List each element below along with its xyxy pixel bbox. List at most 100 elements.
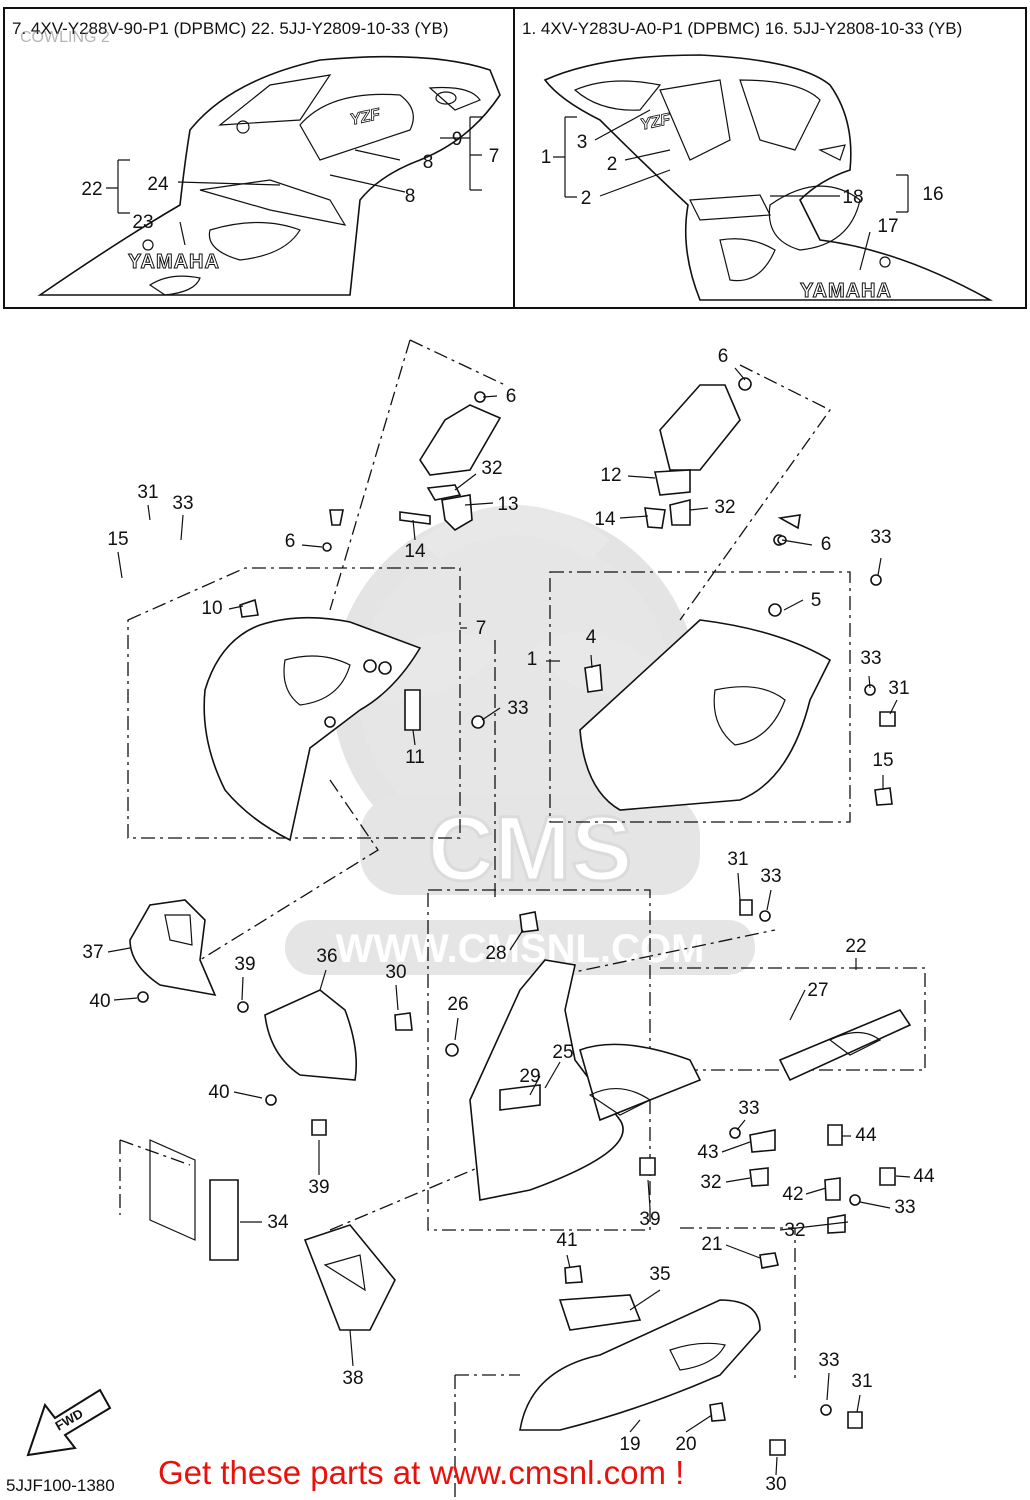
callout-16: 16 — [922, 184, 943, 205]
callout-28: 28 — [485, 943, 506, 964]
right-fairing-illustration: YZF YAMAHA — [543, 54, 994, 303]
leader-line — [877, 557, 882, 576]
leader-line — [826, 1372, 830, 1401]
leader-line — [895, 1175, 911, 1178]
callout-3: 3 — [577, 132, 588, 153]
callout-18: 18 — [842, 187, 863, 208]
model-badge-left: YZF — [349, 106, 383, 129]
callout-22: 22 — [845, 936, 866, 957]
callout-39: 39 — [308, 1177, 329, 1198]
leader-line — [737, 872, 741, 901]
leader-line — [859, 1201, 891, 1209]
leader-line — [689, 507, 709, 511]
leader-line — [781, 539, 813, 546]
leader-line — [107, 947, 131, 953]
callout-26: 26 — [447, 994, 468, 1015]
callout-2: 2 — [607, 154, 618, 175]
callout-14: 14 — [594, 509, 616, 530]
callout-13: 13 — [497, 494, 518, 515]
callout-39: 39 — [639, 1209, 660, 1230]
callout-32: 32 — [714, 497, 735, 518]
leader-line — [482, 395, 498, 398]
leader-line — [889, 699, 898, 715]
leader-line — [180, 514, 184, 541]
leader-line — [629, 1289, 661, 1311]
callout-20: 20 — [675, 1434, 696, 1455]
callout-34: 34 — [267, 1212, 289, 1233]
leader-line — [412, 519, 416, 541]
model-badge-right: YZF — [639, 111, 673, 134]
leader-line — [627, 475, 656, 479]
callout-1: 1 — [527, 649, 538, 670]
callout-44: 44 — [855, 1125, 877, 1146]
callout-8: 8 — [405, 186, 416, 207]
parts — [129, 377, 912, 1456]
leader-line — [783, 599, 804, 611]
callout-7: 7 — [476, 618, 487, 639]
callout-6: 6 — [285, 531, 296, 552]
leader-line — [464, 502, 494, 506]
leader-line — [685, 1414, 713, 1433]
callout-10: 10 — [201, 598, 222, 619]
callout-42: 42 — [782, 1184, 803, 1205]
callout-33: 33 — [760, 866, 781, 887]
callout-24: 24 — [147, 174, 169, 195]
promo-link[interactable]: Get these parts at www.cmsnl.com ! — [158, 1454, 685, 1491]
leader-line — [734, 367, 746, 381]
right-panel-header: 1. 4XV-Y283U-A0-P1 (DPBMC) 16. 5JJ-Y2808… — [522, 19, 962, 38]
callout-5: 5 — [811, 590, 822, 611]
callout-15: 15 — [107, 529, 128, 550]
callout-12: 12 — [600, 465, 621, 486]
leader-line — [619, 515, 649, 519]
cms-watermark: CMS WWW.CMSNL.COM — [285, 505, 755, 975]
left-fairing-illustration: YZF YAMAHA — [37, 55, 501, 296]
leader-line — [147, 504, 151, 521]
header-panels: 7. 4XV-Y288V-90-P1 (DPBMC) 22. 5JJ-Y2809… — [3, 7, 1027, 309]
callout-35: 35 — [649, 1264, 670, 1285]
callout-22: 22 — [81, 179, 102, 200]
callout-33: 33 — [507, 698, 528, 719]
leader-line — [529, 1075, 541, 1096]
callout-8: 8 — [423, 152, 434, 173]
callout-31: 31 — [851, 1371, 872, 1392]
callout-30: 30 — [765, 1474, 786, 1495]
callout-33: 33 — [894, 1197, 915, 1218]
forward-arrow-icon: FWD — [26, 1388, 112, 1457]
callout-33: 33 — [738, 1098, 759, 1119]
callout-31: 31 — [888, 678, 909, 699]
leader-line — [113, 997, 138, 1001]
callout-37: 37 — [82, 942, 103, 963]
callout-31: 31 — [137, 482, 158, 503]
callout-29: 29 — [519, 1066, 540, 1087]
callout-6: 6 — [821, 534, 832, 555]
leader-line — [412, 729, 416, 746]
callout-14: 14 — [404, 541, 426, 562]
brand-text-left: YAMAHA — [128, 251, 220, 273]
callout-27: 27 — [807, 980, 828, 1001]
callout-33: 33 — [870, 527, 891, 548]
callout-11: 11 — [405, 747, 425, 768]
leader-line — [566, 1254, 571, 1269]
callout-40: 40 — [208, 1082, 229, 1103]
callout-6: 6 — [718, 346, 729, 367]
leader-line — [544, 1061, 561, 1089]
leader-line — [779, 1221, 849, 1231]
callout-33: 33 — [172, 493, 193, 514]
diagram-title: COWLING 2 — [20, 29, 110, 46]
leader-line — [629, 1419, 641, 1433]
leader-line — [725, 1244, 761, 1259]
callout-31: 31 — [727, 849, 748, 870]
leader-line — [319, 969, 327, 991]
leader-line — [775, 1456, 778, 1476]
watermark-brand: CMS — [428, 798, 632, 900]
callout-17: 17 — [877, 216, 898, 237]
callout-4: 4 — [586, 627, 597, 648]
callout-36: 36 — [316, 946, 337, 967]
diagram-reference-code: 5JJF100-1380 — [6, 1476, 115, 1495]
callout-32: 32 — [481, 458, 502, 479]
callout-7: 7 — [489, 146, 500, 167]
leader-line — [454, 473, 477, 491]
leader-line — [395, 984, 399, 1011]
